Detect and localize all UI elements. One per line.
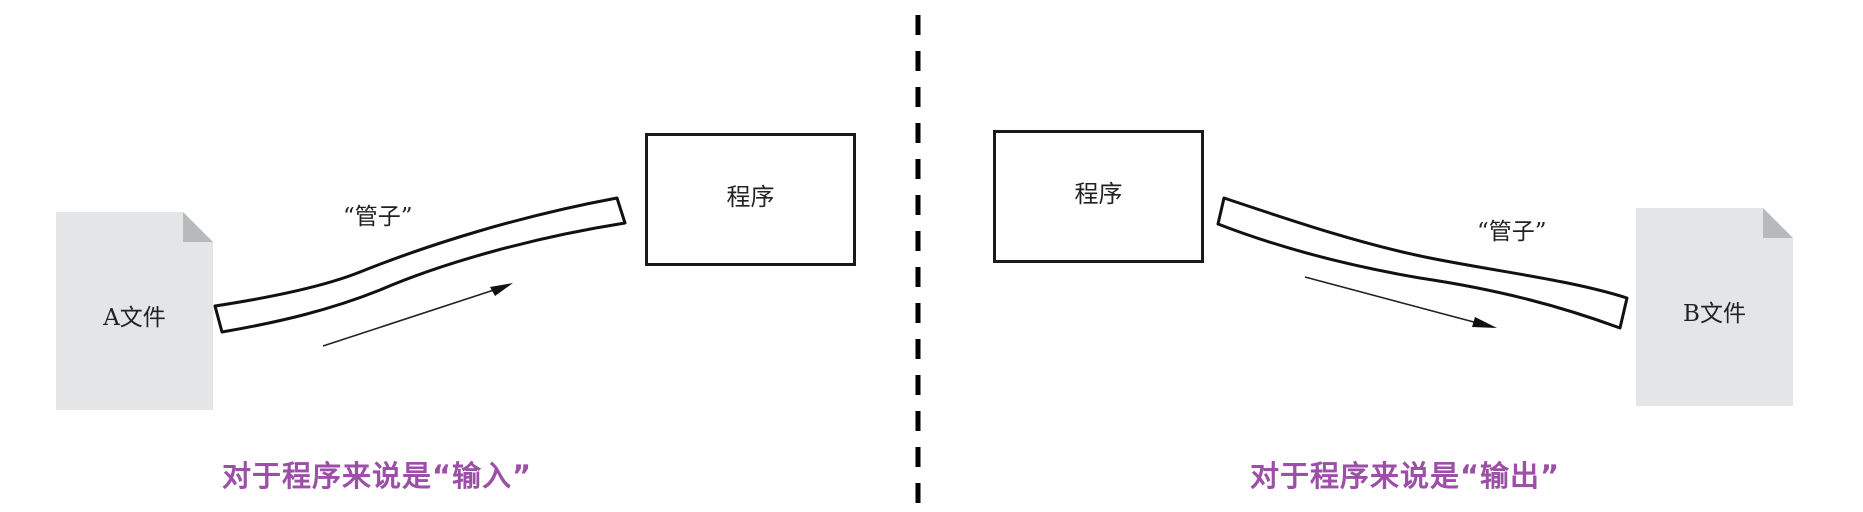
right-pipe-label: “管子” <box>1477 219 1547 245</box>
right-program-label: 程序 <box>1074 180 1123 208</box>
file-b-label: B文件 <box>1683 301 1746 327</box>
file-a-label: A文件 <box>103 305 166 331</box>
document-icon <box>56 212 213 410</box>
left-pipe <box>213 196 627 334</box>
document-icon <box>1636 208 1793 406</box>
right-program-box: 程序 <box>993 130 1204 263</box>
right-flow-arrow-shaft <box>1304 276 1486 326</box>
left-pipe-label: “管子” <box>343 204 413 230</box>
left-program-box: 程序 <box>645 133 856 266</box>
right-flow-arrow-head <box>1472 317 1497 328</box>
right-caption-output: 对于程序来说是“输出” <box>1250 459 1561 493</box>
left-caption-input: 对于程序来说是“输入” <box>222 459 533 493</box>
left-program-label: 程序 <box>726 183 775 211</box>
left-flow-arrow-head <box>490 283 513 296</box>
right-pipe <box>1216 196 1629 330</box>
source-file-a: A文件 <box>56 212 213 410</box>
left-flow-arrow-shaft <box>322 287 501 347</box>
target-file-b: B文件 <box>1636 208 1793 406</box>
